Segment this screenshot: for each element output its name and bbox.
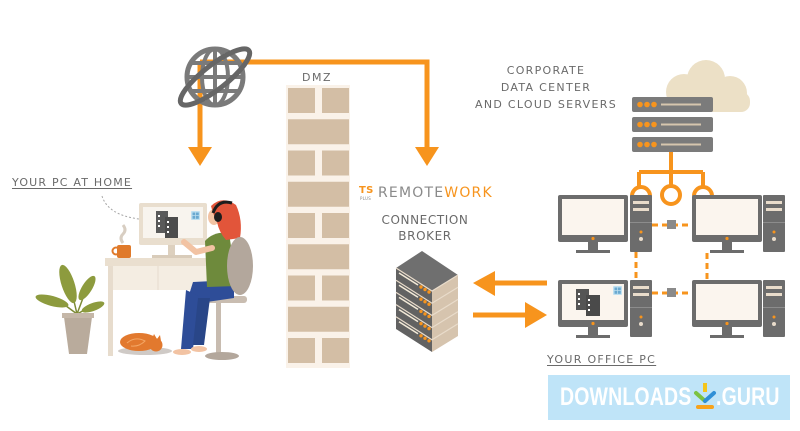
office-tower: [763, 195, 785, 252]
brick: [288, 306, 349, 332]
brick: [322, 275, 349, 301]
arrow-down-icon: [415, 147, 439, 166]
office-monitor: [558, 195, 628, 253]
brick-wall-icon: [286, 85, 350, 368]
brand-ts: TS: [359, 185, 374, 196]
office-pc-label: YOUR OFFICE PC: [547, 353, 657, 366]
arrow-right-icon: [525, 302, 547, 328]
brick: [288, 119, 349, 145]
callout-line: [101, 195, 140, 220]
coffee-mug-icon: [111, 224, 131, 258]
broker-label-line: CONNECTION: [381, 213, 469, 227]
brand-plus: PLUS: [360, 196, 372, 201]
corporate-label-line: CORPORATE: [506, 64, 586, 77]
your-office-tower: [630, 280, 652, 337]
brick: [322, 338, 349, 363]
server-stack-icon: [632, 97, 713, 152]
watermark-right-text: .GURU: [716, 383, 780, 411]
download-icon: [694, 383, 716, 409]
brick: [322, 88, 349, 113]
brick: [322, 213, 349, 238]
server-unit: [632, 137, 713, 152]
home-scene: [35, 195, 253, 360]
corporate-label-line: AND CLOUD SERVERS: [475, 98, 617, 111]
remote-files-icon: [576, 289, 600, 316]
office-tower: [763, 280, 785, 337]
rack-unit: [395, 304, 459, 331]
corporate-datacenter-label: CORPORATE DATA CENTER AND CLOUD SERVERS: [446, 62, 646, 113]
plant-icon: [35, 264, 105, 354]
windows-icon: [191, 211, 200, 220]
brand-remote: REMOTE: [378, 185, 445, 201]
rack-unit: [395, 316, 459, 343]
cat-icon: [118, 333, 172, 355]
office-monitor: [692, 280, 762, 338]
rack-unit: [395, 291, 459, 319]
chair-back: [227, 237, 253, 295]
arrow-down-icon: [188, 147, 212, 166]
downloads-guru-watermark: DOWNLOADS .GURU: [548, 375, 790, 420]
windows-icon: [613, 286, 622, 295]
brand-work: WORK: [444, 185, 493, 201]
network-connector: [630, 152, 714, 206]
brick: [288, 213, 315, 238]
home-pc-label: YOUR PC AT HOME: [12, 176, 133, 189]
broker-label-line: BROKER: [398, 229, 452, 243]
dmz-label: DMZ: [302, 71, 332, 84]
home-monitor: [139, 203, 207, 258]
brick: [288, 88, 315, 113]
server-rack-icon: [395, 251, 459, 352]
office-tower: [630, 195, 652, 252]
brand-wordmark: REMOTEWORK: [378, 185, 493, 201]
office-network: [558, 195, 785, 338]
desk: [105, 258, 209, 356]
server-unit: [632, 97, 713, 112]
corporate-label-line: DATA CENTER: [500, 81, 592, 94]
broker-office-arrows: [473, 271, 547, 328]
brick: [288, 150, 315, 176]
brick: [288, 244, 349, 270]
brick: [288, 181, 349, 207]
globe-icon: [177, 46, 253, 108]
brick: [288, 338, 315, 363]
brick: [322, 150, 349, 176]
connection-broker-label: CONNECTION BROKER: [360, 212, 490, 244]
arrow-left-icon: [473, 271, 495, 296]
office-monitor: [692, 195, 762, 253]
server-unit: [632, 117, 713, 132]
headphones-icon: [214, 212, 222, 222]
rack-unit: [395, 279, 459, 306]
remote-files-icon: [156, 211, 178, 238]
watermark-left-text: DOWNLOADS: [560, 383, 692, 411]
network-switch: [667, 288, 676, 297]
network-switch: [667, 220, 676, 229]
rack-unit: [395, 267, 459, 294]
brick: [288, 275, 315, 301]
